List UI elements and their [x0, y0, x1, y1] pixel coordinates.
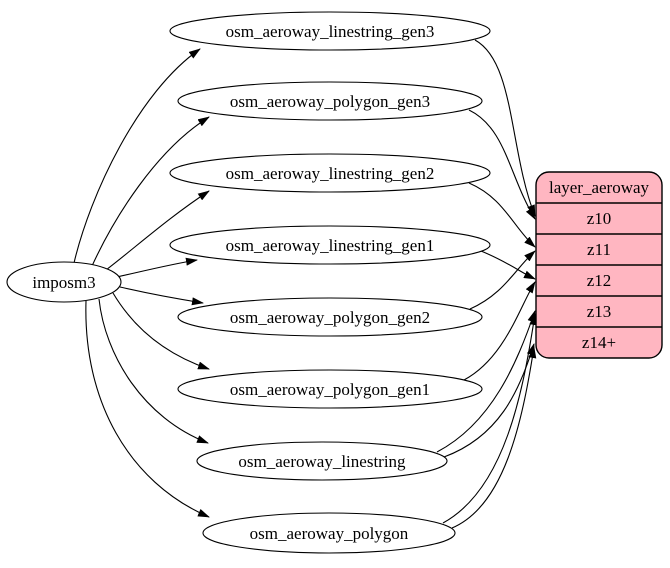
edge-group-source-to-tables: [73, 48, 210, 518]
edge-osm-aeroway-linestring-gen2-to-z11: [468, 182, 536, 248]
node-osm-aeroway-polygon-gen1: osm_aeroway_polygon_gen1: [177, 369, 483, 409]
edge-imposm3-to-osm-aeroway-linestring-gen2: [105, 190, 210, 271]
table-label: osm_aeroway_linestring_gen2: [226, 164, 435, 183]
layer-row-z10-label: z10: [587, 209, 612, 228]
table-ellipse: [177, 369, 483, 409]
edge-osm-aeroway-linestring-to-z13: [436, 310, 536, 453]
table-label: osm_aeroway_polygon_gen1: [230, 380, 430, 399]
edge-group-tables-to-layer: [436, 39, 538, 529]
table-label: osm_aeroway_linestring_gen1: [226, 236, 435, 255]
node-osm-aeroway-linestring-gen1: osm_aeroway_linestring_gen1: [169, 225, 491, 265]
table-ellipse: [177, 297, 483, 337]
imposm3-ellipse: [6, 261, 122, 303]
edge-osm-aeroway-polygon-gen3-to-z10: [468, 109, 536, 220]
node-osm-aeroway-polygon-gen3: osm_aeroway_polygon_gen3: [177, 81, 483, 121]
layer-row-z11-label: z11: [587, 240, 611, 259]
edge-osm-aeroway-linestring-gen3-to-z10: [474, 39, 536, 217]
edge-osm-aeroway-polygon-to-z14: [451, 346, 537, 529]
layer-row-z13-label: z13: [587, 302, 612, 321]
edge-osm-aeroway-polygon-gen2-to-z11: [469, 250, 536, 310]
table-label: osm_aeroway_polygon_gen3: [230, 92, 430, 111]
table-ellipse: [196, 441, 448, 481]
node-osm-aeroway-linestring: osm_aeroway_linestring: [196, 441, 448, 481]
layer-aeroway-title: layer_aeroway: [549, 178, 650, 197]
table-label: osm_aeroway_linestring_gen3: [226, 22, 435, 41]
table-ellipse: [169, 225, 491, 265]
table-ellipse: [169, 11, 491, 51]
layer-row-z14plus-label: z14+: [582, 333, 616, 352]
edge-imposm3-to-osm-aeroway-polygon-gen1: [112, 292, 210, 370]
table-ellipse: [169, 153, 491, 193]
edge-osm-aeroway-linestring-gen1-to-z12: [480, 250, 536, 280]
table-ellipse: [177, 81, 483, 121]
table-label: osm_aeroway_linestring: [238, 452, 406, 471]
edge-imposm3-to-osm-aeroway-polygon-gen3: [91, 116, 210, 267]
node-imposm3: imposm3: [6, 261, 122, 303]
edge-imposm3-to-osm-aeroway-linestring-gen3: [73, 48, 201, 264]
layer-row-z12-label: z12: [587, 271, 612, 290]
edge-osm-aeroway-polygon-gen1-to-z12: [463, 281, 536, 381]
node-osm-aeroway-linestring-gen2: osm_aeroway_linestring_gen2: [169, 153, 491, 193]
edge-imposm3-to-osm-aeroway-linestring: [98, 298, 209, 444]
edge-imposm3-to-osm-aeroway-polygon: [85, 300, 210, 518]
table-ellipse: [202, 512, 456, 554]
node-osm-aeroway-linestring-gen3: osm_aeroway_linestring_gen3: [169, 11, 491, 51]
imposm3-label: imposm3: [32, 273, 95, 292]
node-osm-aeroway-polygon: osm_aeroway_polygon: [202, 512, 456, 554]
table-label: osm_aeroway_polygon_gen2: [230, 308, 430, 327]
edge-osm-aeroway-polygon-to-z13: [442, 313, 538, 524]
table-label: osm_aeroway_polygon: [250, 524, 409, 543]
edge-imposm3-to-osm-aeroway-polygon-gen2: [119, 286, 204, 306]
edge-imposm3-to-osm-aeroway-linestring-gen1: [116, 257, 198, 278]
edge-osm-aeroway-linestring-to-z14: [443, 343, 535, 458]
node-layer-aeroway: layer_aeroway z10 z11 z12 z13 z14+: [535, 171, 663, 359]
node-osm-aeroway-polygon-gen2: osm_aeroway_polygon_gen2: [177, 297, 483, 337]
